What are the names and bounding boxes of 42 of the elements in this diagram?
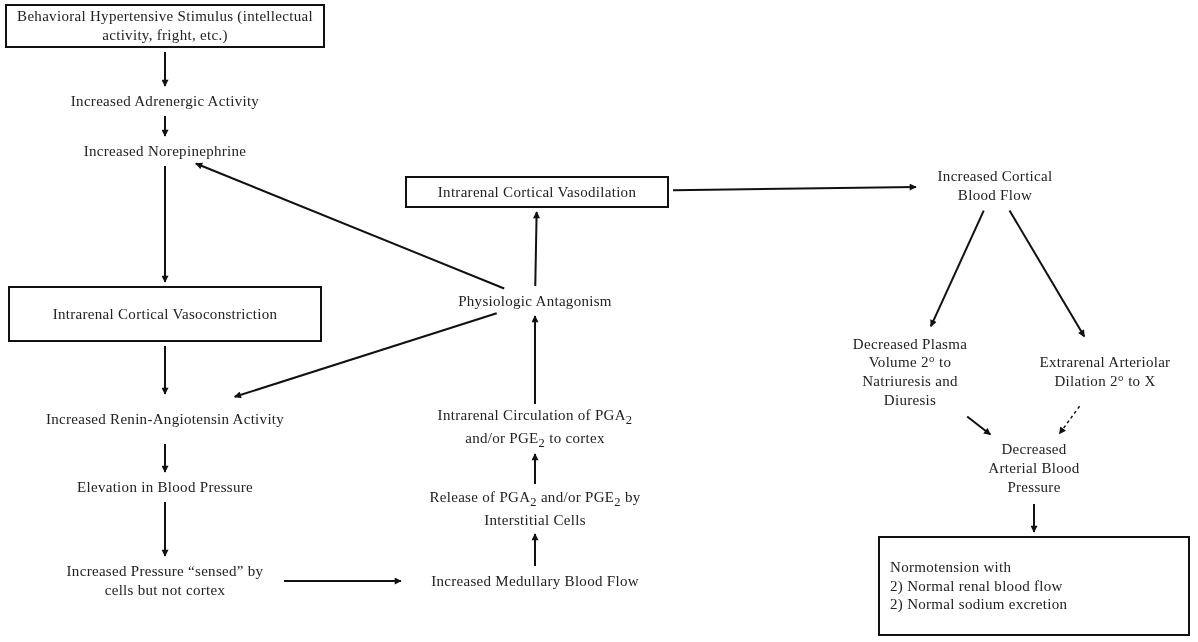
arrow: [1030, 503, 1038, 533]
node-text: Intrarenal Circulation of PGA$_{2}$ and/or PGE$_{2}$ to cortex: [436, 406, 634, 452]
arrow: [161, 443, 169, 473]
arrow: [672, 183, 917, 192]
arrow: [161, 345, 169, 395]
arrow: [531, 453, 539, 485]
arrow: [161, 51, 169, 87]
arrow: [161, 165, 169, 283]
node-text: Decreased Plasma Volume 2° to Natriuresis and Diuresis: [851, 334, 969, 410]
node-text: 2) Normal renal blood flow: [890, 576, 1064, 596]
arrow: [161, 501, 169, 557]
node-text: Increased Cortical Blood Flow: [936, 167, 1054, 205]
node-text: Intrarenal Cortical Vasodilation: [436, 182, 638, 202]
arrow: [929, 209, 985, 328]
node-text: Intrarenal Cortical Vasoconstriction: [51, 304, 279, 324]
arrow: [533, 211, 540, 287]
process-box: [5, 4, 325, 48]
process-box: [405, 176, 669, 208]
node-text: Physiologic Antagonism: [457, 291, 613, 311]
arrow: [531, 315, 539, 405]
arrow: [161, 115, 169, 137]
node-text: Increased Medullary Blood Flow: [430, 571, 640, 591]
node-text: 2) Normal sodium excretion: [890, 595, 1069, 615]
node-text: Increased Norepinephrine: [82, 141, 248, 161]
node-text: Elevation in Blood Pressure: [76, 477, 254, 497]
arrow: [531, 533, 539, 567]
node-text: Extrarenal Arteriolar Dilation 2° to X: [1038, 352, 1172, 391]
node-text: Release of PGA$_{2}$ and/or PGE$_{2}$ by Interstitial Cells: [428, 488, 642, 530]
node-text: Increased Renin-Angiotensin Activity: [44, 409, 286, 429]
process-box: [878, 536, 1190, 636]
node-text: Decreased Arterial Blood Pressure: [987, 440, 1081, 497]
node-text: Normotension with: [890, 557, 1013, 577]
node-text: Increased Adrenergic Activity: [69, 91, 261, 111]
arrow: [966, 415, 992, 436]
arrow: [1058, 405, 1081, 435]
arrow: [233, 312, 498, 399]
node-text: Increased Pressure “sensed” by cells but not cortex: [65, 562, 265, 600]
process-box: [8, 286, 322, 342]
arrow: [283, 577, 402, 585]
arrow: [1008, 209, 1086, 338]
node-text: Behavioral Hypertensive Stimulus (intellectual activity, fright, etc.): [17, 7, 313, 45]
arrow: [194, 162, 506, 290]
